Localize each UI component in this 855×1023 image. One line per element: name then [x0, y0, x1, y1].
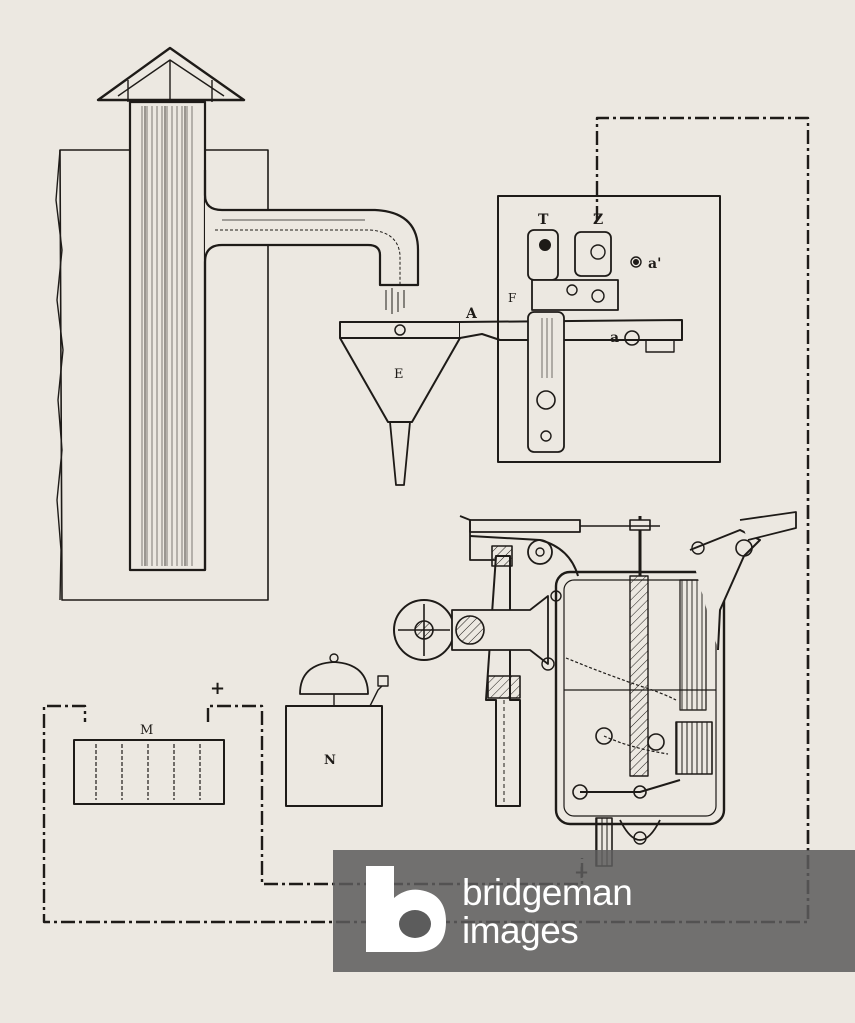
watermark-line-1: bridgeman [462, 872, 633, 913]
label-M: M [140, 723, 153, 738]
label-E: E [394, 367, 404, 382]
watermark-logo-icon [366, 866, 446, 952]
battery [73, 739, 225, 805]
circuit-wire [42, 116, 810, 924]
label-A: A [465, 306, 478, 322]
chimney-cap [96, 46, 246, 102]
branch-pipe [203, 170, 420, 570]
contact-panel [497, 195, 721, 463]
label-a-prime: a' [648, 256, 661, 272]
label-N: N [324, 753, 336, 768]
regulator-mechanism [393, 511, 797, 867]
label-T: T [538, 212, 549, 228]
label-plus-battery: + [210, 678, 225, 699]
label-Z: Z [593, 212, 603, 228]
bell [285, 653, 389, 807]
label-a: a [610, 330, 619, 346]
watermark-line-2: images [462, 910, 579, 951]
label-F: F [508, 291, 516, 305]
chimney-pipe [128, 100, 207, 572]
funnel [339, 321, 461, 486]
falling-particles [385, 288, 405, 314]
lever-arm [459, 319, 683, 353]
